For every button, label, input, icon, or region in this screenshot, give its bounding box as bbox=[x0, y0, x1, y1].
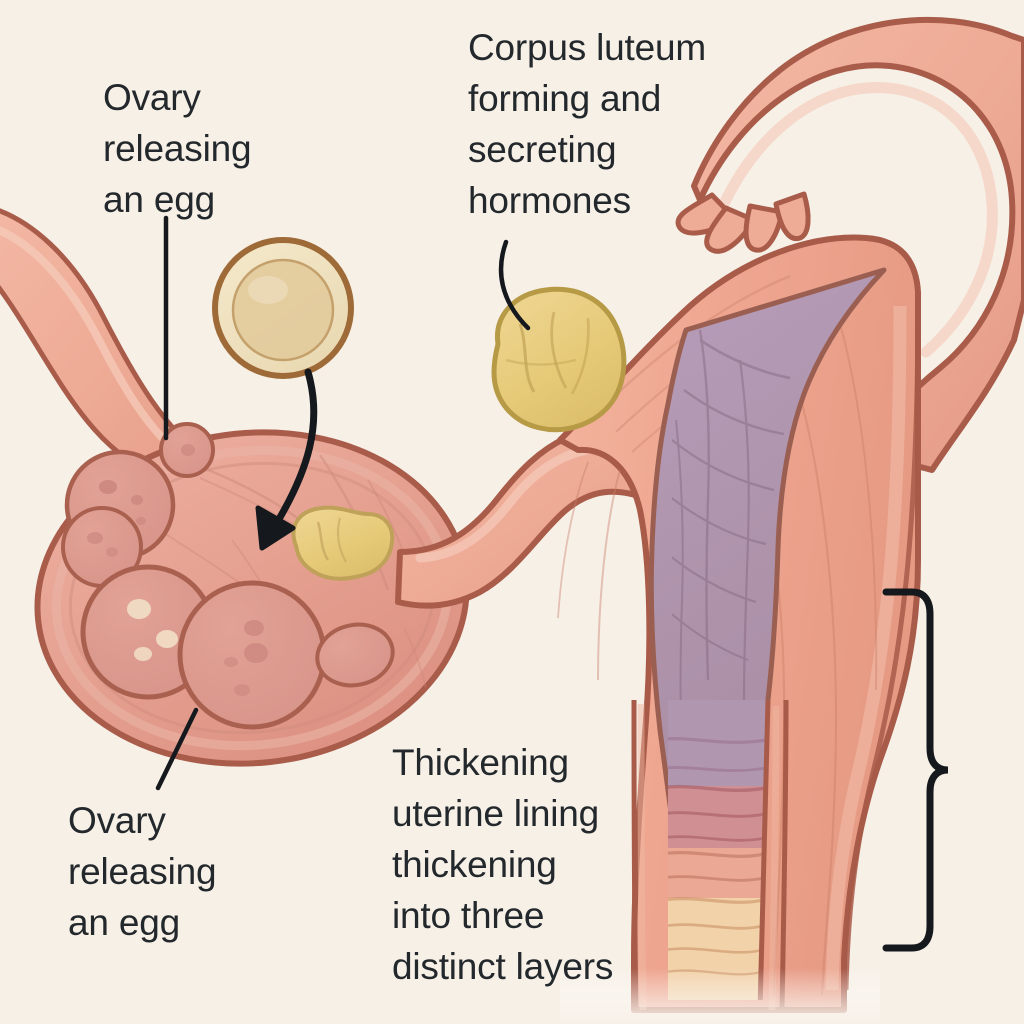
ovary bbox=[34, 422, 470, 767]
layer-brace bbox=[882, 588, 949, 952]
ovarian-follicles bbox=[61, 422, 395, 730]
leader-line-ovary-bottom bbox=[155, 707, 199, 791]
leader-line-corpus-luteum bbox=[498, 239, 531, 331]
fimbriae bbox=[675, 191, 811, 254]
ovulation-arrow bbox=[255, 368, 318, 551]
released-egg bbox=[212, 237, 354, 379]
layer-intermediate bbox=[668, 848, 764, 902]
follicle bbox=[159, 422, 215, 478]
corpus-luteum-small bbox=[291, 505, 395, 581]
follicle-large-lower-right bbox=[177, 580, 327, 730]
follicle-right-small bbox=[315, 622, 395, 688]
annotation-layer bbox=[155, 215, 949, 952]
bottom-fade bbox=[560, 900, 880, 1024]
uterus bbox=[557, 234, 921, 1013]
